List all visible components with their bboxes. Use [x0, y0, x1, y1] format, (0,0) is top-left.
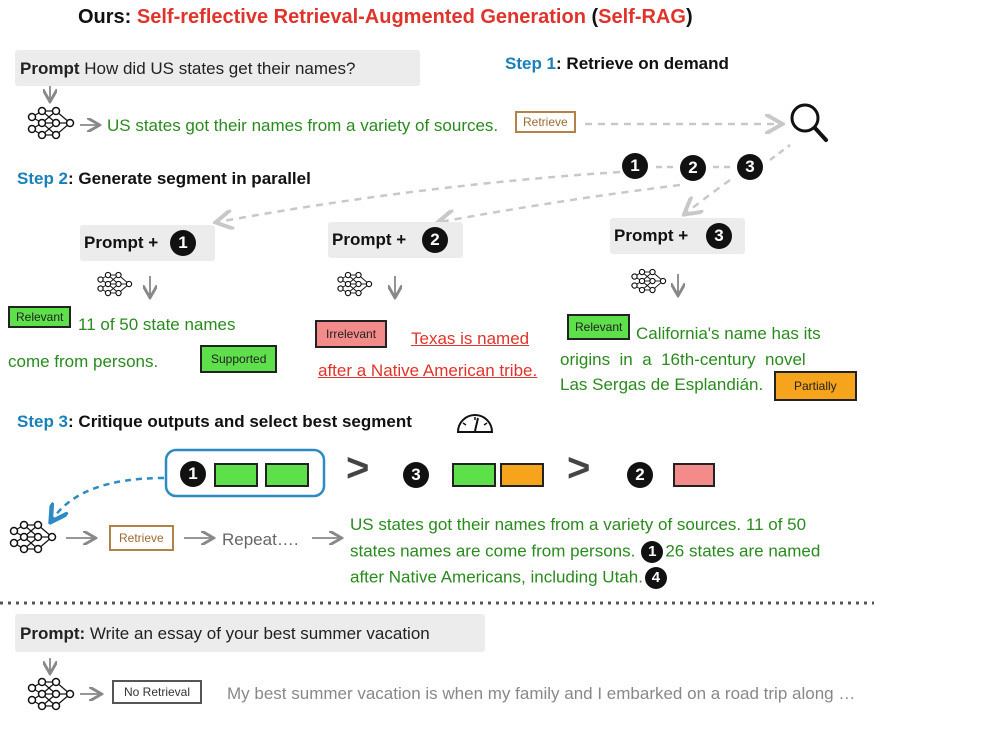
step2-label: Step 2: Generate segment in parallel — [17, 169, 311, 188]
gauge-icon — [456, 414, 494, 433]
doc2-dashed-arrow — [440, 183, 681, 222]
relevant-tag: Relevant — [567, 314, 631, 340]
prompt-plus-2: Prompt + 2 — [328, 222, 463, 258]
neural-network-icon — [632, 269, 666, 292]
greater-than-1: > — [346, 446, 370, 490]
top-prompt-box — [15, 50, 420, 86]
irrelevant-bar — [673, 463, 715, 487]
top-prompt: Prompt How did US states get their names… — [20, 59, 356, 78]
doc1-dashed-arrow — [218, 170, 621, 222]
step3-label: Step 3: Critique outputs and select best… — [17, 412, 412, 431]
segment3-line3: Las Sergas de Esplandián. — [560, 375, 764, 394]
supported-tag: Supported — [200, 345, 278, 373]
feedback-dashed-arrow — [52, 476, 165, 520]
rank-2-number: 3 — [403, 462, 429, 488]
prompt-plus-3: Prompt + 3 — [610, 218, 745, 254]
partially-bar — [500, 463, 544, 487]
prompt-plus-1: Prompt + 1 — [80, 225, 215, 261]
magnifier-icon — [790, 103, 828, 142]
relevant-bar — [214, 463, 258, 487]
step1-label: Step 1: Retrieve on demand — [505, 54, 729, 73]
doc3-dashed-arrow — [686, 178, 731, 213]
retrieve-tag: Retrieve — [515, 111, 576, 133]
neural-network-icon — [338, 272, 372, 295]
segment3-line1: California's name has its — [636, 324, 821, 343]
bottom-prompt-box — [15, 614, 485, 652]
segment1-line1: 11 of 50 state names — [78, 315, 236, 334]
greater-than-2: > — [567, 446, 591, 490]
final-output-line1: US states got their names from a variety… — [350, 515, 807, 534]
supported-bar — [265, 463, 309, 487]
bottom-prompt: Prompt: Write an essay of your best summ… — [20, 624, 430, 643]
relevant-bar — [452, 463, 496, 487]
final-output-line3: after Native Americans, including Utah.4 — [350, 567, 667, 589]
retrieve-tag: Retrieve — [109, 525, 174, 551]
segment3-line2: origins in a 16th-century novel — [560, 350, 806, 369]
bottom-output: My best summer vacation is when my famil… — [227, 684, 856, 703]
segment2-line1: Texas is named — [411, 329, 530, 348]
neural-network-icon — [9, 520, 57, 554]
doc-dash-3 — [769, 144, 791, 161]
rank-3-number: 2 — [627, 462, 653, 488]
segment1-line2: come from persons. — [8, 352, 159, 371]
initial-output: US states got their names from a variety… — [107, 116, 499, 135]
neural-network-icon — [27, 677, 75, 711]
no-retrieval-tag: No Retrieval — [112, 680, 203, 704]
page-title: Ours: Self-reflective Retrieval-Augmente… — [78, 6, 693, 28]
best-segment-box — [164, 448, 326, 498]
irrelevant-tag: Irrelevant — [315, 320, 388, 348]
rank-1-number: 1 — [180, 461, 206, 487]
doc-number-3: 3 — [737, 154, 763, 180]
neural-network-icon — [98, 272, 132, 295]
neural-network-icon — [27, 106, 75, 140]
doc-number-2: 2 — [680, 155, 706, 181]
partially-tag: Partially — [774, 371, 857, 401]
segment2-line2: after a Native American tribe. — [318, 361, 538, 380]
relevant-tag: Relevant — [8, 306, 72, 328]
repeat-text: Repeat…. — [222, 530, 299, 549]
doc-number-1: 1 — [622, 153, 648, 179]
